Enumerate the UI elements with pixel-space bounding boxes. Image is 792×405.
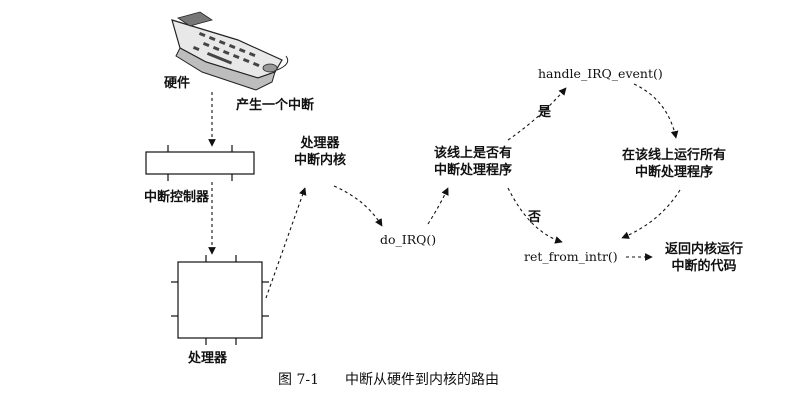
return-to-kernel-line-1: 返回内核运行: [664, 242, 743, 257]
run-all-handlers-label: 在该线上运行所有 中断处理程序: [610, 147, 738, 181]
do-irq-label: do_IRQ(): [380, 232, 437, 247]
arrow-run-all-to-ret-from-intr: [621, 189, 681, 239]
processor-label: 处理器: [188, 351, 228, 366]
processor-chip: [171, 255, 269, 345]
figure-caption: 图 7-1 中断从硬件到内核的路由: [278, 371, 499, 389]
return-to-kernel-line-2: 中断的代码: [671, 259, 737, 274]
keyboard-icon: [171, 11, 289, 91]
line-has-handler-line-1: 该线上是否有: [433, 146, 512, 161]
run-all-handlers-line-2: 中断处理程序: [634, 165, 713, 180]
figure-number: 图 7-1: [278, 372, 319, 388]
processor-interrupts-kernel-label: 处理器 中断内核: [290, 135, 350, 169]
hardware-label: 硬件: [164, 76, 191, 91]
processor-interrupts-kernel-line-2: 中断内核: [293, 153, 346, 168]
arrow-kernel-to-do-irq: [333, 185, 383, 227]
arrow-do-irq-to-check: [427, 187, 449, 225]
interrupt-controller-box: [145, 145, 255, 181]
handle-irq-event-label: handle_IRQ_event(): [538, 66, 663, 81]
arrow-handle-irq-to-run-all: [633, 83, 679, 139]
return-to-kernel-label: 返回内核运行 中断的代码: [658, 241, 750, 275]
arrow-yes-to-handle-irq: [507, 87, 567, 141]
interrupt-controller-label: 中断控制器: [144, 190, 210, 205]
arrow-processor-to-kernel: [265, 187, 307, 299]
figure-title: 中断从硬件到内核的路由: [345, 372, 499, 388]
no-label: 否: [528, 210, 542, 225]
yes-label: 是: [538, 105, 552, 120]
run-all-handlers-line-1: 在该线上运行所有: [621, 148, 726, 163]
arrow-no-to-ret-from-intr: [507, 187, 563, 244]
line-has-handler-line-2: 中断处理程序: [433, 163, 512, 178]
ret-from-intr-label: ret_from_intr(): [524, 249, 618, 264]
processor-interrupts-kernel-line-1: 处理器: [300, 136, 340, 151]
generate-interrupt-label: 产生一个中断: [236, 98, 315, 113]
line-has-handler-label: 该线上是否有 中断处理程序: [420, 145, 526, 179]
